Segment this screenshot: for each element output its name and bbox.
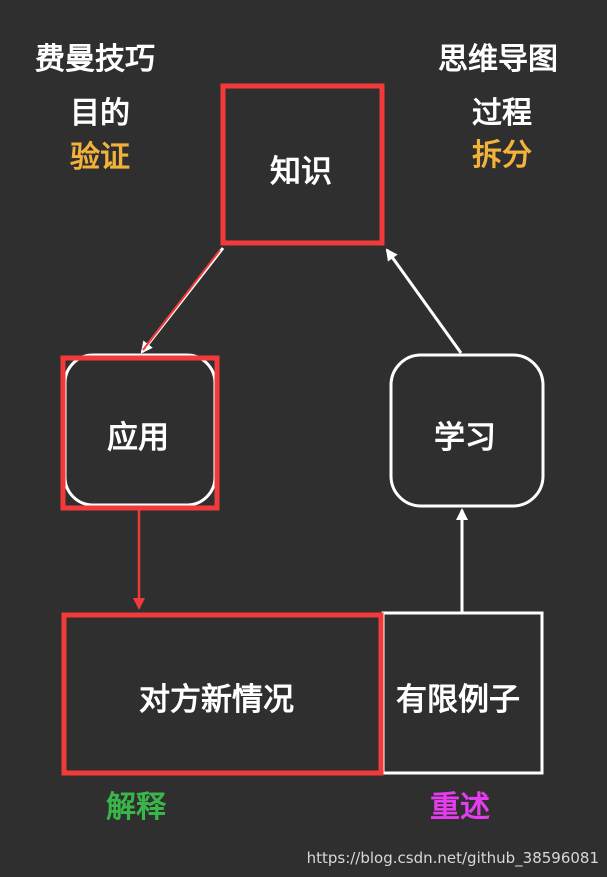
purpose-label: 目的 bbox=[70, 96, 130, 131]
knowledge-label: 知识 bbox=[270, 154, 332, 190]
purpose-value: 验证 bbox=[70, 140, 130, 175]
learn-box bbox=[389, 353, 545, 508]
arrow-knowledge-to-apply-red bbox=[142, 249, 221, 351]
new-situation-label: 对方新情况 bbox=[139, 682, 294, 718]
apply-label: 应用 bbox=[107, 420, 169, 456]
new-situation-box bbox=[61, 612, 384, 776]
mindmap-title: 思维导图 bbox=[438, 42, 558, 77]
apply-highlight-box bbox=[60, 355, 220, 511]
process-label: 过程 bbox=[472, 96, 532, 131]
limited-examples-label: 有限例子 bbox=[396, 682, 520, 718]
feynman-title: 费曼技巧 bbox=[35, 42, 155, 77]
watermark: https://blog.csdn.net/github_38596081 bbox=[306, 849, 599, 867]
arrow-learn-to-knowledge bbox=[385, 248, 463, 354]
restate-label: 重述 bbox=[430, 790, 490, 825]
explain-label: 解释 bbox=[106, 790, 166, 825]
learn-label: 学习 bbox=[434, 420, 496, 456]
process-value: 拆分 bbox=[472, 138, 532, 173]
knowledge-box bbox=[220, 83, 385, 246]
